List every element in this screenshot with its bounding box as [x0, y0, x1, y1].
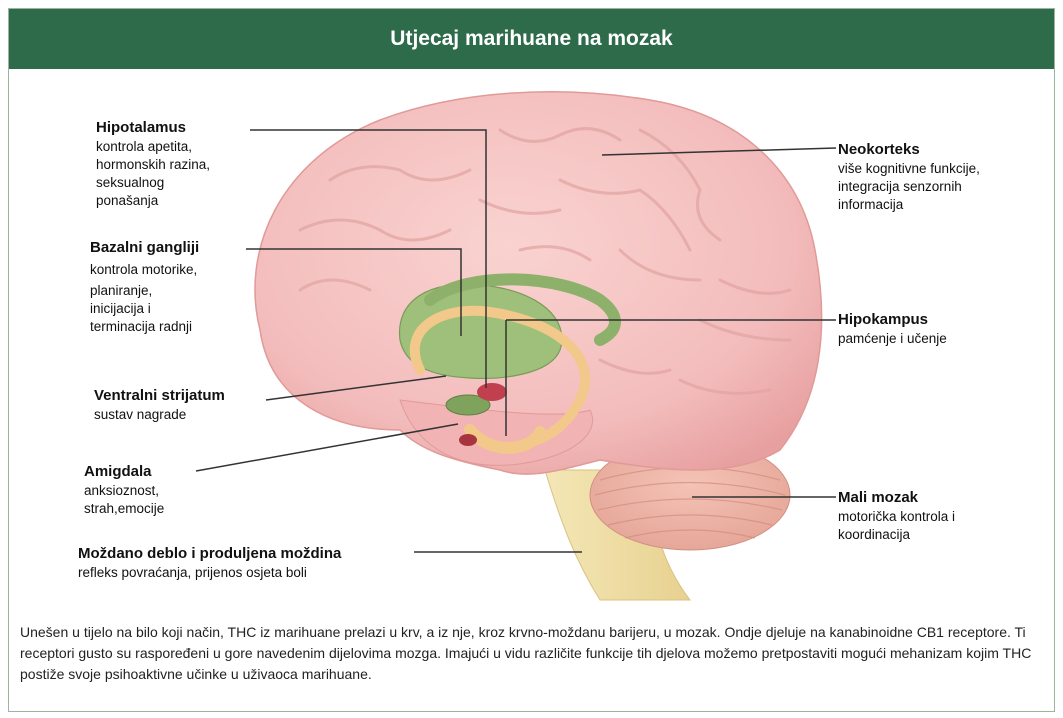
- label-name: Ventralni strijatum: [94, 386, 225, 406]
- label-desc: inicijacija i: [90, 300, 199, 318]
- label-desc: refleks povraćanja, prijenos osjeta boli: [78, 564, 341, 582]
- label-desc: kontrola motorike,: [90, 258, 199, 282]
- label-desc: ponašanja: [96, 192, 210, 210]
- label-name: Bazalni gangliji: [90, 238, 199, 258]
- label-desc: terminacija radnji: [90, 318, 199, 336]
- label-name: Hipotalamus: [96, 118, 210, 138]
- label-name: Hipokampus: [838, 310, 947, 330]
- label-mozdano: Moždano deblo i produljena moždina refle…: [78, 544, 341, 582]
- label-amigdala: Amigdala anksioznost, strah,emocije: [84, 462, 164, 518]
- line-amigdala: [196, 424, 458, 471]
- label-desc: informacija: [838, 196, 980, 214]
- label-mali-mozak: Mali mozak motorička kontrola i koordina…: [838, 488, 955, 544]
- label-desc: strah,emocije: [84, 500, 164, 518]
- label-ventralni: Ventralni strijatum sustav nagrade: [94, 386, 225, 424]
- label-desc: kontrola apetita,: [96, 138, 210, 156]
- label-desc: anksioznost,: [84, 482, 164, 500]
- label-desc: integracija senzornih: [838, 178, 980, 196]
- hypothalamus: [477, 383, 507, 401]
- label-desc: koordinacija: [838, 526, 955, 544]
- label-bazalni: Bazalni gangliji kontrola motorike, plan…: [90, 238, 199, 336]
- caption-text: Unešen u tijelo na bilo koji način, THC …: [20, 622, 1045, 685]
- label-desc: motorička kontrola i: [838, 508, 955, 526]
- label-desc: sustav nagrade: [94, 406, 225, 424]
- label-desc: pamćenje i učenje: [838, 330, 947, 348]
- label-name: Moždano deblo i produljena moždina: [78, 544, 341, 564]
- label-name: Neokorteks: [838, 140, 980, 160]
- label-neokorteks: Neokorteks više kognitivne funkcije, int…: [838, 140, 980, 214]
- amygdala: [459, 434, 477, 446]
- label-desc: hormonskih razina,: [96, 156, 210, 174]
- label-hipokampus: Hipokampus pamćenje i učenje: [838, 310, 947, 348]
- label-name: Amigdala: [84, 462, 164, 482]
- label-hipotalamus: Hipotalamus kontrola apetita, hormonskih…: [96, 118, 210, 210]
- label-name: Mali mozak: [838, 488, 955, 508]
- label-desc: seksualnog: [96, 174, 210, 192]
- label-desc: više kognitivne funkcije,: [838, 160, 980, 178]
- label-desc: planiranje,: [90, 282, 199, 300]
